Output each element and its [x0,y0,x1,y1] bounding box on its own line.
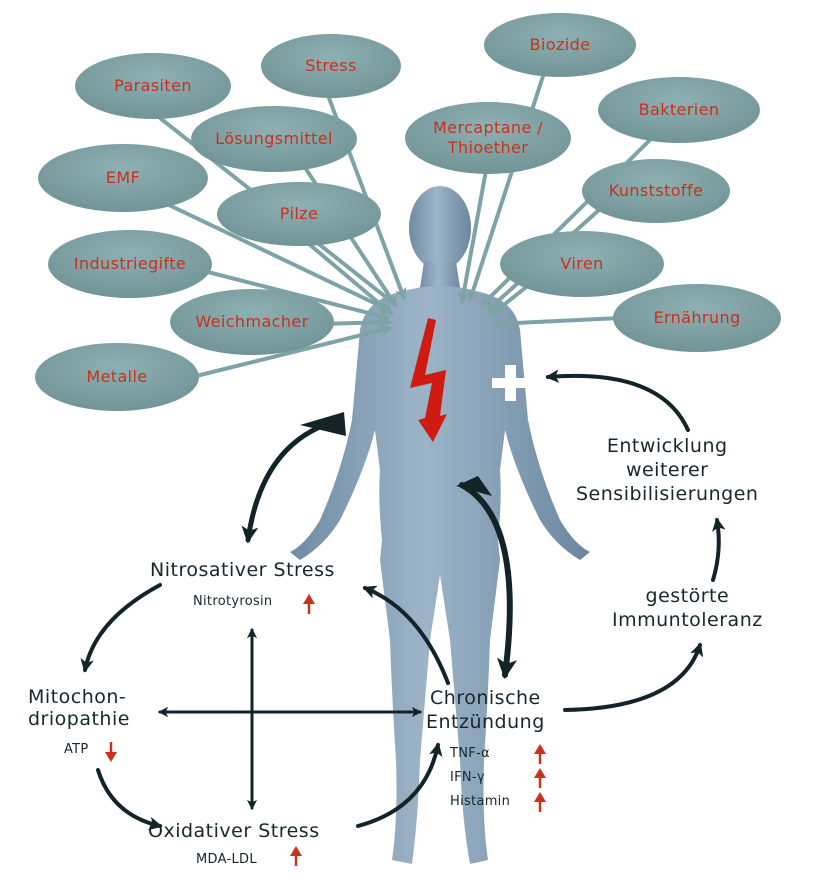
ellipse-label-kunststoffe: Kunststoffe [608,181,704,200]
gestoerte-immuntoleranz-title: gestörte Immuntoleranz [612,585,763,631]
ellipse-loesungsmittel [191,106,357,172]
ellipse-industriegifte [48,230,212,298]
ellipse-label-pilze: Pilze [279,204,319,223]
ellipse-label-metalle: Metalle [86,367,148,386]
ellipse-biozide [484,13,636,77]
ellipse-label-mercaptane: Mercaptane / Thioether [433,118,543,157]
ellipse-label-bakterien: Bakterien [638,100,720,119]
tnf-alpha-label: TNF-α [450,746,490,761]
mda-ldl-label: MDA-LDL [196,852,257,867]
wedge-tail-left [300,412,346,436]
lightning-bolt-icon [410,318,447,442]
histamin-label: Histamin [450,794,511,809]
ellipse-pilze [217,182,381,246]
ellipse-label-parasiten: Parasiten [114,76,192,95]
human-body-figure [290,186,590,864]
oxidativer-stress-title: Oxidativer Stress [148,820,320,842]
ellipse-label-biozide: Biozide [529,35,591,54]
ellipse-label-industriegifte: Industriegifte [73,254,187,273]
wedge-tail-right [456,476,492,496]
ellipse-label-ernaehrung: Ernährung [653,308,741,327]
ellipse-metalle [35,343,199,411]
atp-label: ATP [64,742,89,757]
chronische-entzuendung-title: Chronische Entzündung [426,687,545,733]
ellipse-label-loesungsmittel: Lösungsmittel [215,129,333,148]
entwicklung-sensibilisierungen-title: Entwicklung weiterer Sensibilisierungen [576,435,759,505]
ellipse-viren [500,231,664,297]
arrow-down-icon [105,742,117,762]
plus-icon [492,365,529,401]
arrow-up-icon [534,792,546,812]
nitrotyrosin-label: Nitrotyrosin [193,594,273,609]
ellipse-label-emf: EMF [105,168,141,187]
arrow-up-icon [303,594,315,614]
ellipse-mercaptane [405,102,571,174]
ellipse-emf [38,144,208,212]
ellipse-stress [261,34,401,98]
ellipse-ernaehrung [613,284,781,352]
ellipse-label-stress: Stress [305,56,357,75]
arrow-up-icon [534,744,546,764]
exposure-ellipses [35,13,781,411]
ifn-gamma-label: IFN-γ [450,770,485,785]
ellipse-label-viren: Viren [560,254,604,273]
ellipse-parasiten [75,53,231,119]
ellipse-kunststoffe [582,159,730,223]
mitochondriopathie-title: Mitochon- driopathie [28,686,130,730]
arrow-up-icon [534,768,546,788]
ellipse-bakterien [598,77,760,143]
arrow-up-icon [290,846,302,866]
nitrosativer-stress-title: Nitrosativer Stress [150,559,335,581]
ellipse-label-weichmacher: Weichmacher [195,312,309,331]
ellipse-weichmacher [170,289,334,355]
